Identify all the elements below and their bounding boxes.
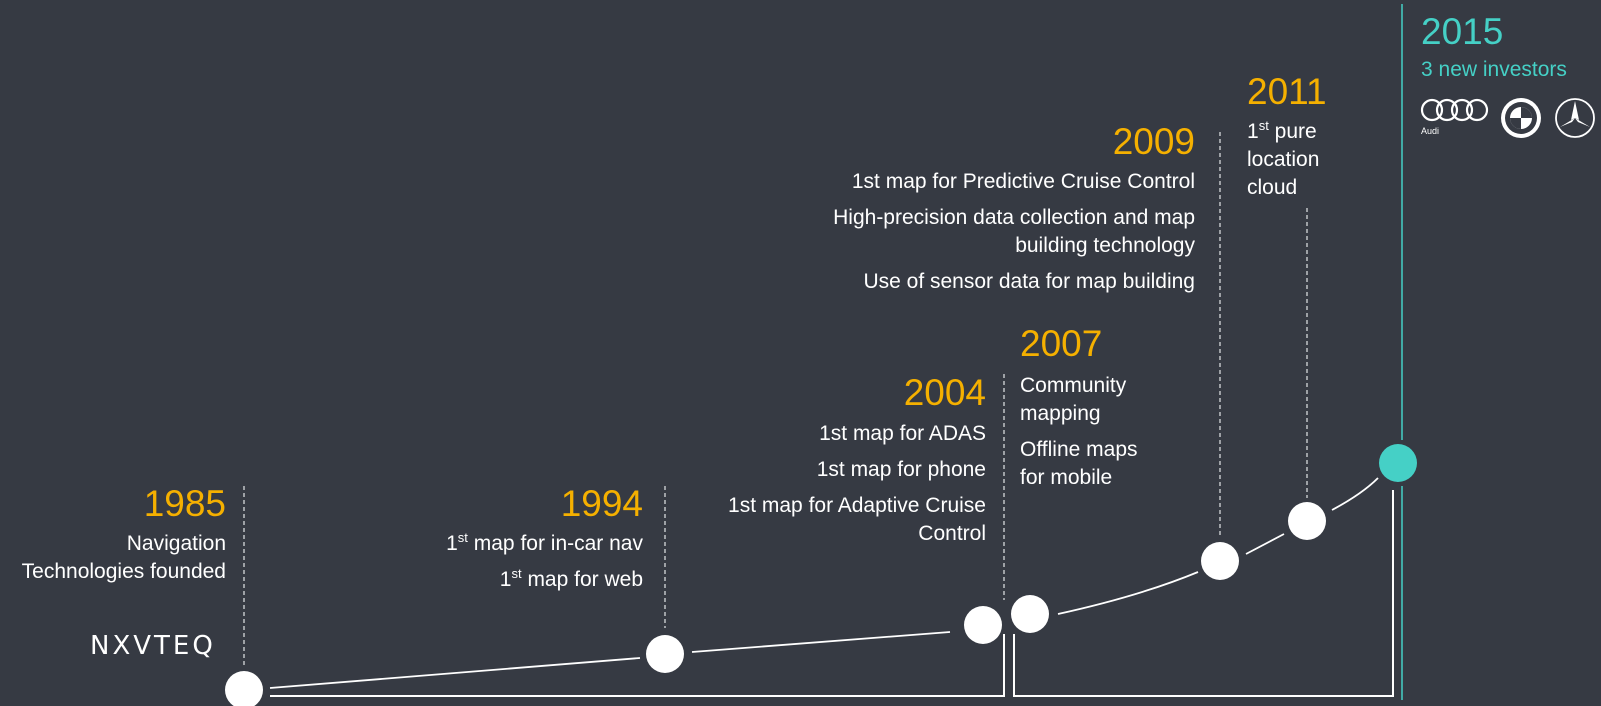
line: location xyxy=(1247,148,1320,171)
node-1985 xyxy=(225,671,263,706)
curve-2009-2011 xyxy=(1245,533,1285,555)
audi-label: Audi xyxy=(1421,126,1440,136)
line: for mobile xyxy=(1020,466,1113,489)
audi-rings-icon xyxy=(1420,98,1489,122)
node-2015 xyxy=(1379,444,1417,482)
line: 1st map for Predictive Cruise Control xyxy=(851,170,1195,193)
bracket-2 xyxy=(1013,490,1394,697)
line: 1st map for phone xyxy=(816,458,986,481)
line: building technology xyxy=(1015,234,1195,257)
line: cloud xyxy=(1247,176,1298,199)
line: Technologies founded xyxy=(21,560,226,583)
milestone-2007-text: Community mapping Offline maps for mobil… xyxy=(1020,372,1190,492)
year-1994: 1994 xyxy=(560,483,643,524)
year-2011: 2011 xyxy=(1247,71,1327,112)
line: mapping xyxy=(1020,402,1101,425)
milestone-2015-text: 3 new investors xyxy=(1421,58,1567,81)
year-2009: 2009 xyxy=(1112,121,1195,162)
curve-1994-2004 xyxy=(691,631,951,653)
milestone-2009-text: 1st map for Predictive Cruise Control Hi… xyxy=(780,168,1195,296)
year-2004: 2004 xyxy=(903,372,986,413)
line: 1st map for in-car nav xyxy=(446,530,643,555)
year-2007: 2007 xyxy=(1020,323,1103,364)
milestone-1994-text: 1st map for in-car nav 1st map for web xyxy=(380,530,643,594)
line: Navigation xyxy=(126,532,226,555)
line: 1st map for ADAS xyxy=(819,422,986,445)
milestone-2011-text: 1st pure location cloud xyxy=(1247,118,1377,202)
mercedes-star-icon xyxy=(1555,98,1595,138)
year-2015: 2015 xyxy=(1421,11,1504,52)
milestone-1985-text: Navigation Technologies founded xyxy=(0,530,226,586)
line: Control xyxy=(918,522,986,545)
line: 1st map for web xyxy=(499,566,643,591)
node-2007 xyxy=(1011,595,1049,633)
bmw-roundel-icon xyxy=(1501,98,1541,138)
line: 1st map for Adaptive Cruise xyxy=(728,494,986,517)
curve-2011-2015 xyxy=(1331,477,1379,511)
curve-2007-2009 xyxy=(1057,571,1199,615)
year-1985: 1985 xyxy=(143,483,226,524)
node-2004 xyxy=(964,606,1002,644)
curve-1985-1994 xyxy=(269,657,641,689)
node-1994 xyxy=(646,635,684,673)
navteq-logo: NXVTEQ xyxy=(90,631,216,661)
milestone-2004-text: 1st map for ADAS 1st map for phone 1st m… xyxy=(680,420,986,548)
bracket-1 xyxy=(270,634,1005,697)
node-2011 xyxy=(1288,502,1326,540)
line: Offline maps xyxy=(1020,438,1138,461)
line: Use of sensor data for map building xyxy=(863,270,1195,293)
node-2009 xyxy=(1201,542,1239,580)
line: 1st pure xyxy=(1247,118,1317,143)
line: Community xyxy=(1020,374,1127,397)
line: High-precision data collection and map xyxy=(833,206,1195,229)
